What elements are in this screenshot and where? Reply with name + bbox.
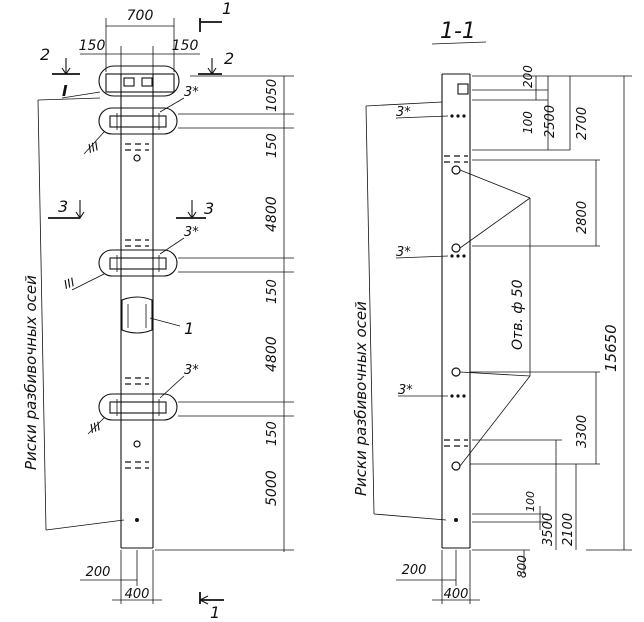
dim-150-c: 150 <box>265 421 280 446</box>
dim-offset-right-label: 150 <box>172 38 199 54</box>
section-mark-1-bottom: 1 <box>198 592 224 622</box>
column-body-right <box>441 73 471 549</box>
dim-top-offsets: 150 150 <box>79 38 200 74</box>
right-section-view: 1-1 <box>352 19 632 604</box>
section-mark-3: 3 3 <box>48 197 214 219</box>
dim-total: 15650 <box>602 324 620 372</box>
bracket-2: 3* III <box>62 225 199 292</box>
dim-150-a: 150 <box>265 133 280 158</box>
dim-2800: 2800 <box>575 201 590 234</box>
dim-2700: 2700 <box>575 107 590 140</box>
dim-2100: 2100 <box>561 513 576 546</box>
dim-top-width-label: 700 <box>127 8 154 24</box>
section-mark-3-left-label: 3 <box>58 197 68 216</box>
insert-mark-3: 3* <box>184 363 199 378</box>
dim-chain-left: 1050 150 4800 150 4800 150 5000 <box>155 75 294 552</box>
dim-bottom-right: 200 400 <box>396 550 480 604</box>
dim-bottom-width-right: 400 <box>444 587 469 602</box>
dim-bottom-width-left: 400 <box>125 587 150 602</box>
section-title: 1-1 <box>431 19 487 45</box>
vertical-note-left: Риски разбивочных осей <box>22 275 40 470</box>
dim-offset-left-label: 150 <box>79 38 106 54</box>
part-mark-1: 1 <box>184 319 194 338</box>
dim-bottom-offset-right: 200 <box>402 563 427 578</box>
dim-200: 200 <box>521 65 535 88</box>
dim-bottom-left: 200 400 <box>80 550 162 604</box>
vertical-note-right: Риски разбивочных осей <box>352 301 370 496</box>
node-label-i: I <box>62 82 68 100</box>
insert-mark-r1: 3* <box>396 105 411 120</box>
insert-mark-r3: 3* <box>398 383 413 398</box>
dim-100-top: 100 <box>521 111 535 134</box>
dim-3500: 3500 <box>541 513 556 546</box>
column-body-left <box>105 73 175 549</box>
section-mark-3-right-label: 3 <box>204 199 214 218</box>
section-mark-1-top-label: 1 <box>222 0 232 18</box>
node-iii-2: III <box>62 275 77 292</box>
section-title-label: 1-1 <box>440 19 476 44</box>
part-1-insert: 1 <box>121 296 194 338</box>
dim-100-bottom: 100 <box>524 491 537 512</box>
insert-mark-1: 3* <box>184 85 199 100</box>
bracket-3: 3* III <box>87 363 199 522</box>
dim-2500: 2500 <box>543 105 558 138</box>
dim-top-width: 700 <box>105 8 175 72</box>
hole-note: Отв. ф 50 <box>510 279 526 350</box>
left-elevation-view: 700 150 150 1 2 2 <box>22 0 294 622</box>
insert-mark-r2: 3* <box>396 245 411 260</box>
section-mark-2-left-label: 2 <box>40 45 50 64</box>
bracket-1: 3* III <box>83 85 199 162</box>
insert-mark-2: 3* <box>184 225 199 240</box>
dim-4800-b: 4800 <box>264 336 280 372</box>
dim-chain-right: 200 100 2500 2700 2800 15650 3300 100 35… <box>470 65 632 578</box>
axis-leader-left <box>37 99 125 531</box>
insert-marks-right: 3* 3* 3* <box>395 105 449 398</box>
dim-3300: 3300 <box>575 415 590 448</box>
hole-leaders: Отв. ф 50 <box>459 169 531 467</box>
dim-4800-a: 4800 <box>264 196 280 232</box>
dim-5000: 5000 <box>264 470 280 506</box>
section-mark-2-right-label: 2 <box>224 49 234 68</box>
dim-800: 800 <box>515 555 529 578</box>
node-iii-1: III <box>86 139 101 156</box>
section-mark-1-bottom-label: 1 <box>210 603 220 622</box>
dim-1050: 1050 <box>265 79 280 112</box>
dim-150-b: 150 <box>265 279 280 304</box>
node-ellipse-i: I <box>37 65 180 101</box>
section-mark-1-top: 1 <box>199 0 232 32</box>
dim-bottom-offset-left: 200 <box>86 565 111 580</box>
section-mark-2: 2 2 <box>40 45 234 75</box>
axis-leader-right <box>365 101 447 521</box>
